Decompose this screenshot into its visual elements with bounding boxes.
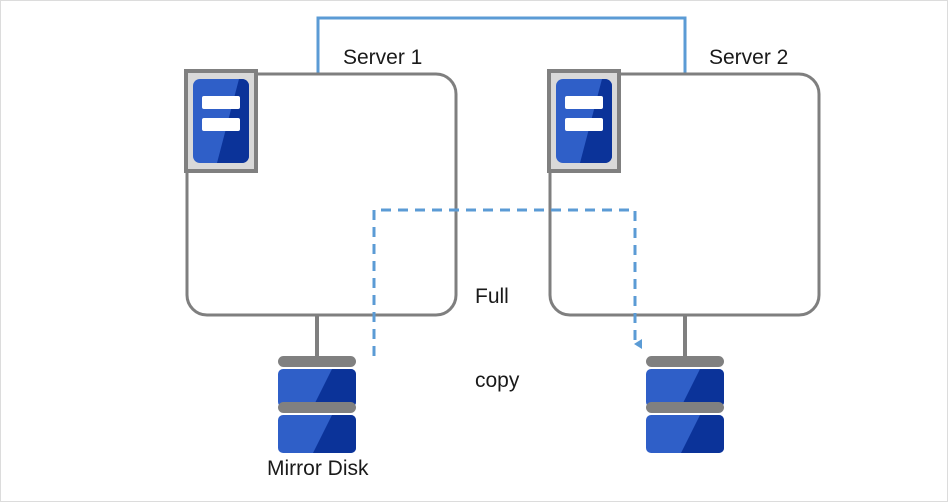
server-icon: [547, 69, 621, 173]
full-copy-label: Full copy: [475, 227, 519, 451]
server-1-label: Server 1: [343, 46, 423, 69]
full-copy-label-line2: copy: [475, 369, 520, 392]
interconnect-link: [316, 16, 687, 74]
full-copy-label-line1: Full: [475, 285, 509, 308]
disk-stack-icon: [646, 356, 724, 453]
server-icon: [184, 69, 258, 173]
full-copy-flow: [372, 208, 642, 356]
server-2-label: Server 2: [709, 46, 789, 69]
mirror-disk-label: Mirror Disk: [267, 457, 369, 480]
disk-stack-icon: [278, 356, 356, 453]
